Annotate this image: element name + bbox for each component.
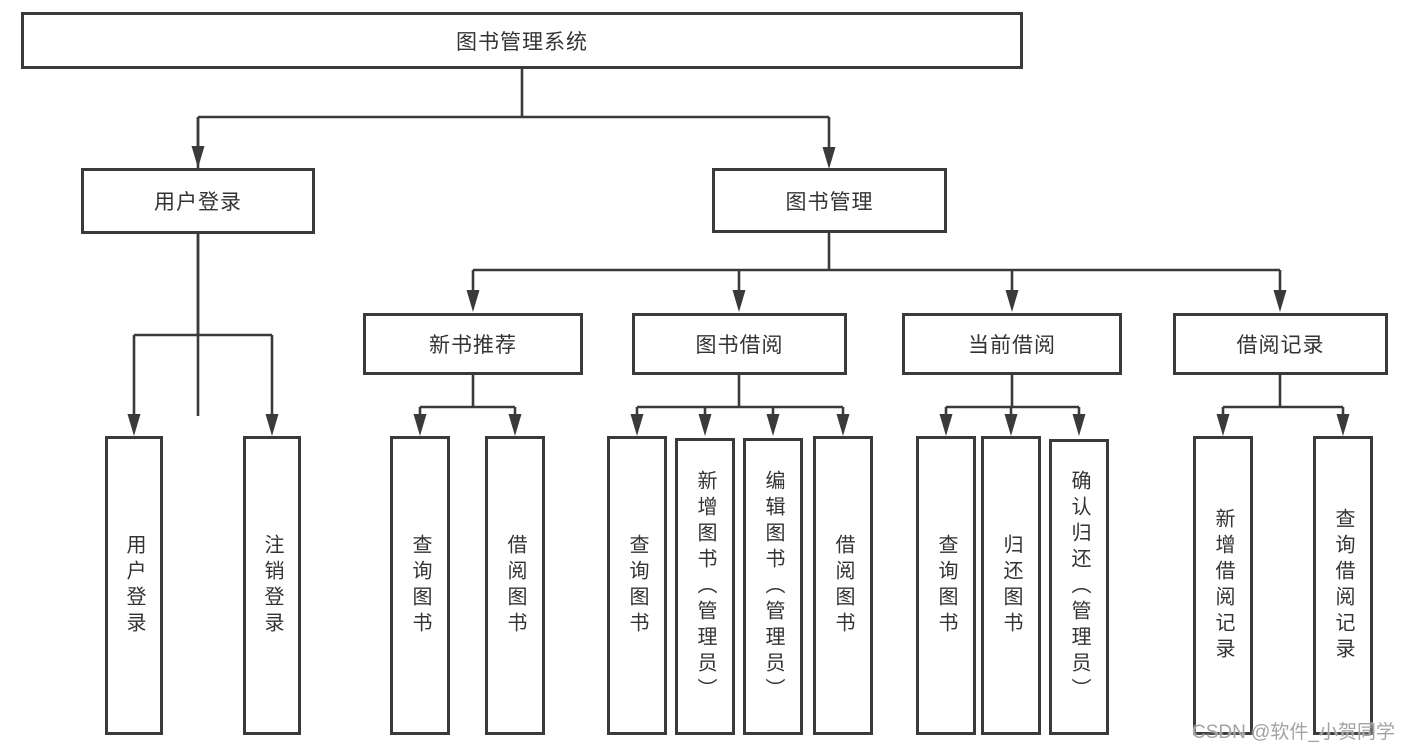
new-book-recommend-label: 新书推荐 xyxy=(429,334,517,357)
arrow-to-new-book-recommend xyxy=(466,290,480,312)
arrow-to-book-borrowing xyxy=(732,290,746,312)
leaf-bb-borrow-books-box: 借阅图书 xyxy=(813,436,873,735)
csdn-watermark: CSDN @软件_小贺同学 xyxy=(1192,722,1395,743)
leaf-bb-borrow-books-label: 借阅图书 xyxy=(832,533,854,638)
leaf-user-login-box: 用户登录 xyxy=(105,436,163,735)
connector-newbook-leaves xyxy=(418,375,517,416)
leaf-cb-query-books-box: 查询图书 xyxy=(916,436,976,735)
connector-borrow-leaves xyxy=(635,375,845,416)
book-borrowing-label: 图书借阅 xyxy=(695,334,784,357)
leaf-br-add-record-box: 新增借阅记录 xyxy=(1193,436,1253,735)
connector-paths xyxy=(132,69,1345,416)
connector-root-level2 xyxy=(196,69,831,416)
leaf-logout-box: 注销登录 xyxy=(243,436,301,735)
leaf-bb-edit-books-label: 编辑图书（管理员） xyxy=(762,469,784,704)
new-book-recommend-box: 新书推荐 xyxy=(363,313,583,375)
arrow-to-leaf-bb-edit xyxy=(766,414,780,436)
leaf-cb-return-books-box: 归还图书 xyxy=(981,436,1041,735)
leaf-user-login-label: 用户登录 xyxy=(123,533,145,638)
borrowing-records-label: 借阅记录 xyxy=(1236,334,1325,357)
book-management-box: 图书管理 xyxy=(712,168,947,233)
borrowing-records-box: 借阅记录 xyxy=(1173,313,1388,375)
leaf-nb-borrow-books-label: 借阅图书 xyxy=(504,533,526,638)
root-box: 图书管理系统 xyxy=(21,12,1023,69)
leaf-bb-add-books-label: 新增图书（管理员） xyxy=(694,469,716,704)
leaf-nb-query-books-box: 查询图书 xyxy=(390,436,450,735)
connector-mgmt-level3 xyxy=(471,233,1282,292)
arrow-to-user-login xyxy=(191,146,205,168)
arrow-to-borrowing-records xyxy=(1273,290,1287,312)
arrow-to-leaf-cb-return xyxy=(1004,414,1018,436)
current-borrowing-label: 当前借阅 xyxy=(968,334,1056,357)
leaf-bb-edit-books-box: 编辑图书（管理员） xyxy=(743,438,803,735)
arrow-to-leaf-cb-query xyxy=(939,414,953,436)
arrow-to-leaf-bb-add xyxy=(698,414,712,436)
current-borrowing-box: 当前借阅 xyxy=(902,313,1122,375)
arrow-to-leaf-br-query xyxy=(1336,414,1350,436)
arrow-to-book-management xyxy=(822,147,836,169)
arrow-to-leaf-nb-borrow xyxy=(508,414,522,436)
arrow-to-leaf-nb-query xyxy=(413,414,427,436)
leaf-bb-query-books-box: 查询图书 xyxy=(607,436,667,735)
arrow-to-leaf-user-login xyxy=(127,414,141,436)
leaf-br-query-record-box: 查询借阅记录 xyxy=(1313,436,1373,735)
root-label: 图书管理系统 xyxy=(456,30,588,54)
connector-current-leaves xyxy=(944,375,1081,416)
leaf-logout-label: 注销登录 xyxy=(261,533,283,638)
leaf-nb-borrow-books-box: 借阅图书 xyxy=(485,436,545,735)
arrow-to-leaf-bb-borrow xyxy=(836,414,850,436)
leaf-cb-return-books-label: 归还图书 xyxy=(1000,533,1022,638)
leaf-nb-query-books-label: 查询图书 xyxy=(409,533,431,638)
leaf-cb-confirm-return-box: 确认归还（管理员） xyxy=(1049,439,1109,735)
leaf-br-query-record-label: 查询借阅记录 xyxy=(1332,507,1354,664)
user-login-box: 用户登录 xyxy=(81,168,315,234)
arrowheads xyxy=(127,146,1350,436)
leaf-cb-query-books-label: 查询图书 xyxy=(935,533,957,638)
arrow-to-current-borrowing xyxy=(1005,290,1019,312)
book-management-label: 图书管理 xyxy=(785,190,874,214)
leaf-cb-confirm-return-label: 确认归还（管理员） xyxy=(1068,470,1090,704)
book-borrowing-box: 图书借阅 xyxy=(632,313,847,375)
leaf-bb-add-books-box: 新增图书（管理员） xyxy=(675,438,735,735)
leaf-br-add-record-label: 新增借阅记录 xyxy=(1212,507,1234,664)
arrow-to-leaf-logout xyxy=(265,414,279,436)
connector-login-leaves xyxy=(132,234,274,416)
connector-records-leaves xyxy=(1221,375,1345,416)
user-login-label: 用户登录 xyxy=(154,191,242,214)
leaf-bb-query-books-label: 查询图书 xyxy=(626,533,648,638)
arrow-to-leaf-cb-confirm xyxy=(1072,414,1086,436)
arrow-to-leaf-br-add xyxy=(1216,414,1230,436)
arrow-to-leaf-bb-query xyxy=(630,414,644,436)
